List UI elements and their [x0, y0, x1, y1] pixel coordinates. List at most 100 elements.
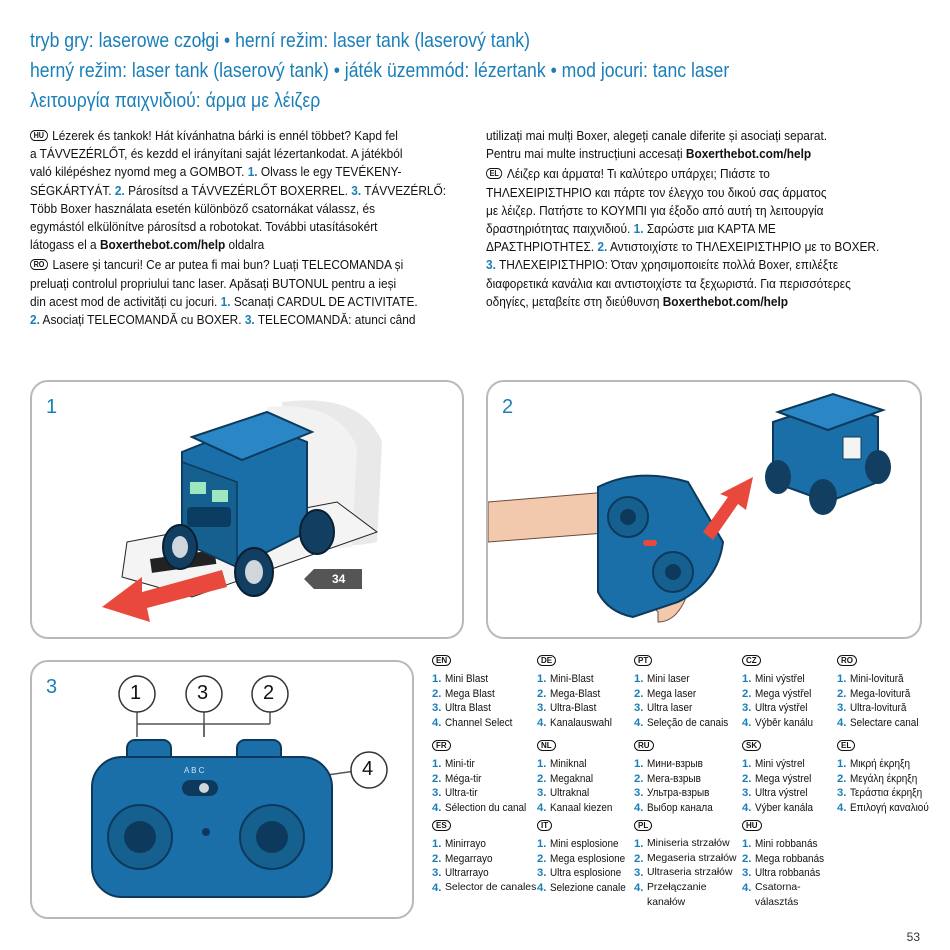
legend-item: 4.Výber kanála	[742, 801, 847, 816]
legend-item-label: Ultra-tir	[445, 787, 478, 800]
legend-item-label: Mega výstrel	[755, 772, 812, 785]
help-link-el[interactable]: Boxerthebot.com/help	[662, 293, 789, 309]
legend-item-label: Ultraseria strzałów	[647, 867, 733, 879]
legend-item: 1.Mini Blast	[432, 672, 537, 687]
legend-item: 1.Mini výstrel	[742, 757, 847, 772]
heading-line-2: herný režim: laser tank (laserový tank) …	[30, 59, 730, 82]
callout-1: 1	[130, 682, 142, 704]
legend-item-label: Sélection du canal	[445, 802, 527, 815]
legend-item-label: Ultra-Blast	[550, 702, 597, 715]
illustration-panel-2: 2	[486, 380, 922, 639]
legend-item-label: Výběr kanálu	[755, 717, 814, 730]
legend-item-label: Μικρή έκρηξη	[850, 757, 910, 770]
legend-item: 4.Selectare canal	[837, 716, 942, 731]
legend-item-label: Selectare canal	[850, 717, 919, 730]
legend-item-label: Mini výstřel	[755, 672, 805, 685]
legend-item-label: Przełączanie kanałów	[647, 882, 707, 908]
legend-item: 4.Przełączanie kanałów	[634, 881, 739, 911]
legend-item: 4.Selezione canale	[537, 881, 642, 896]
legend-item: 2.Mega-Blast	[537, 687, 642, 702]
callout-4: 4	[362, 758, 374, 780]
legend-item-label: Ultraknal	[550, 787, 590, 800]
legend-item: 3.Ultra výstřel	[742, 701, 847, 716]
illustration-panel-1: 1 34	[30, 380, 464, 639]
lang-badge-el: EL	[837, 740, 856, 751]
legend-item-label: Megaknal	[550, 772, 594, 785]
help-link-ro[interactable]: Boxerthebot.com/help	[685, 146, 812, 162]
legend-item: 4.Kanaal kiezen	[537, 801, 642, 816]
legend-item-label: Výber kanála	[755, 802, 814, 815]
lang-badge-fr: FR	[432, 740, 451, 751]
legend-item-label: Mega esplosione	[550, 852, 626, 865]
legend-item-label: Miniknal	[550, 757, 587, 770]
legend-item-label: Minirrayo	[445, 837, 486, 850]
panel-1-number: 1	[46, 396, 58, 418]
legend-item: 2.Mega esplosione	[537, 852, 642, 867]
legend-item: 1.Mini robbanás	[742, 837, 832, 852]
legend-item: 3.Ultra esplosione	[537, 866, 642, 881]
lang-badge-cz: CZ	[742, 655, 761, 666]
page-headings: tryb gry: laserowe czołgi • herní režim:…	[30, 26, 930, 116]
lang-badge-pl: PL	[634, 820, 653, 831]
legend-item: 1.Miniknal	[537, 757, 642, 772]
legend-item: 1.Mini-lovitură	[837, 672, 942, 687]
legend-item-label: Ультра-взрыв	[647, 787, 710, 800]
legend-item-label: Méga-tir	[445, 772, 482, 785]
legend-item-label: Mega robbanás	[755, 852, 825, 865]
lang-badge-hu: HU	[30, 130, 48, 141]
legend-item: 2.Mega-lovitură	[837, 687, 942, 702]
lang-badge-ro: RO	[837, 655, 857, 666]
page-number: 53	[906, 930, 920, 944]
legend-item: 4.Seleção de canais	[634, 717, 729, 730]
legend-item: 1.Mini-tir	[432, 757, 537, 772]
lang-badge-ro: RO	[30, 259, 48, 271]
callout-2: 2	[263, 682, 275, 704]
legend-item: 2.Mega výstrel	[742, 772, 847, 787]
legend-item: 4.Csatorna-választás	[742, 881, 832, 911]
panel-3-number: 3	[46, 676, 58, 698]
legend-item-label: Mini-tir	[445, 757, 475, 770]
lang-badge-pt: PT	[634, 655, 653, 666]
legend-item-label: Ultra esplosione	[550, 867, 622, 880]
legend-item-label: Mega-lovitură	[850, 687, 911, 700]
help-link-hu[interactable]: Boxerthebot.com/help	[99, 237, 226, 253]
legend-item-label: Selector de canales	[445, 882, 537, 894]
legend-item-label: Τεράστια έκρηξη	[850, 787, 923, 800]
legend-item-label: Megaseria strzałów	[647, 852, 737, 864]
legend-item: 3.Ultra robbanás	[742, 866, 832, 881]
legend-item: 2.Mega výstřel	[742, 687, 847, 702]
legend-item: 1.Minirrayo	[432, 837, 537, 852]
lang-badge-en: EN	[432, 655, 452, 666]
legend-item-label: Mini robbanás	[755, 837, 818, 850]
legend-item: 2.Megarrayo	[432, 852, 537, 867]
legend-item-label: Mega výstřel	[755, 687, 812, 700]
legend-item: 2.Мега-взрыв	[634, 772, 739, 787]
legend-item: 4.Kanalauswahl	[537, 716, 642, 731]
lang-badge-nl: NL	[537, 740, 556, 751]
lang-badge-ru: RU	[634, 740, 654, 751]
legend-item-label: Мега-взрыв	[647, 772, 701, 785]
legend-item-label: Επιλογή καναλιού	[850, 802, 929, 815]
legend-item: 1.Mini-Blast	[537, 672, 642, 687]
remote-pairing-illustration	[488, 392, 891, 623]
legend-item-label: Ultrarrayo	[445, 867, 489, 880]
legend-item-label: Mega laser	[647, 687, 697, 700]
legend-item-label: Mini výstrel	[755, 757, 805, 770]
legend-item: 4.Channel Select	[432, 716, 537, 731]
legend-item: 1.Miniseria strzałów	[634, 837, 739, 852]
lang-badge-el: EL	[486, 168, 503, 180]
remote-buttons-diagram	[91, 675, 388, 898]
legend-item: 4.Выбор канала	[634, 801, 739, 816]
heading-line-1: tryb gry: laserowe czołgi • herní režim:…	[30, 29, 530, 52]
legend-item: 2.Mega Blast	[432, 687, 537, 702]
legend-item-label: Выбор канала	[647, 802, 713, 815]
legend-item: 3.Ультра-взрыв	[634, 786, 739, 801]
legend-item-label: Ultra robbanás	[755, 867, 821, 880]
legend-item-label: Mega-Blast	[550, 687, 601, 700]
